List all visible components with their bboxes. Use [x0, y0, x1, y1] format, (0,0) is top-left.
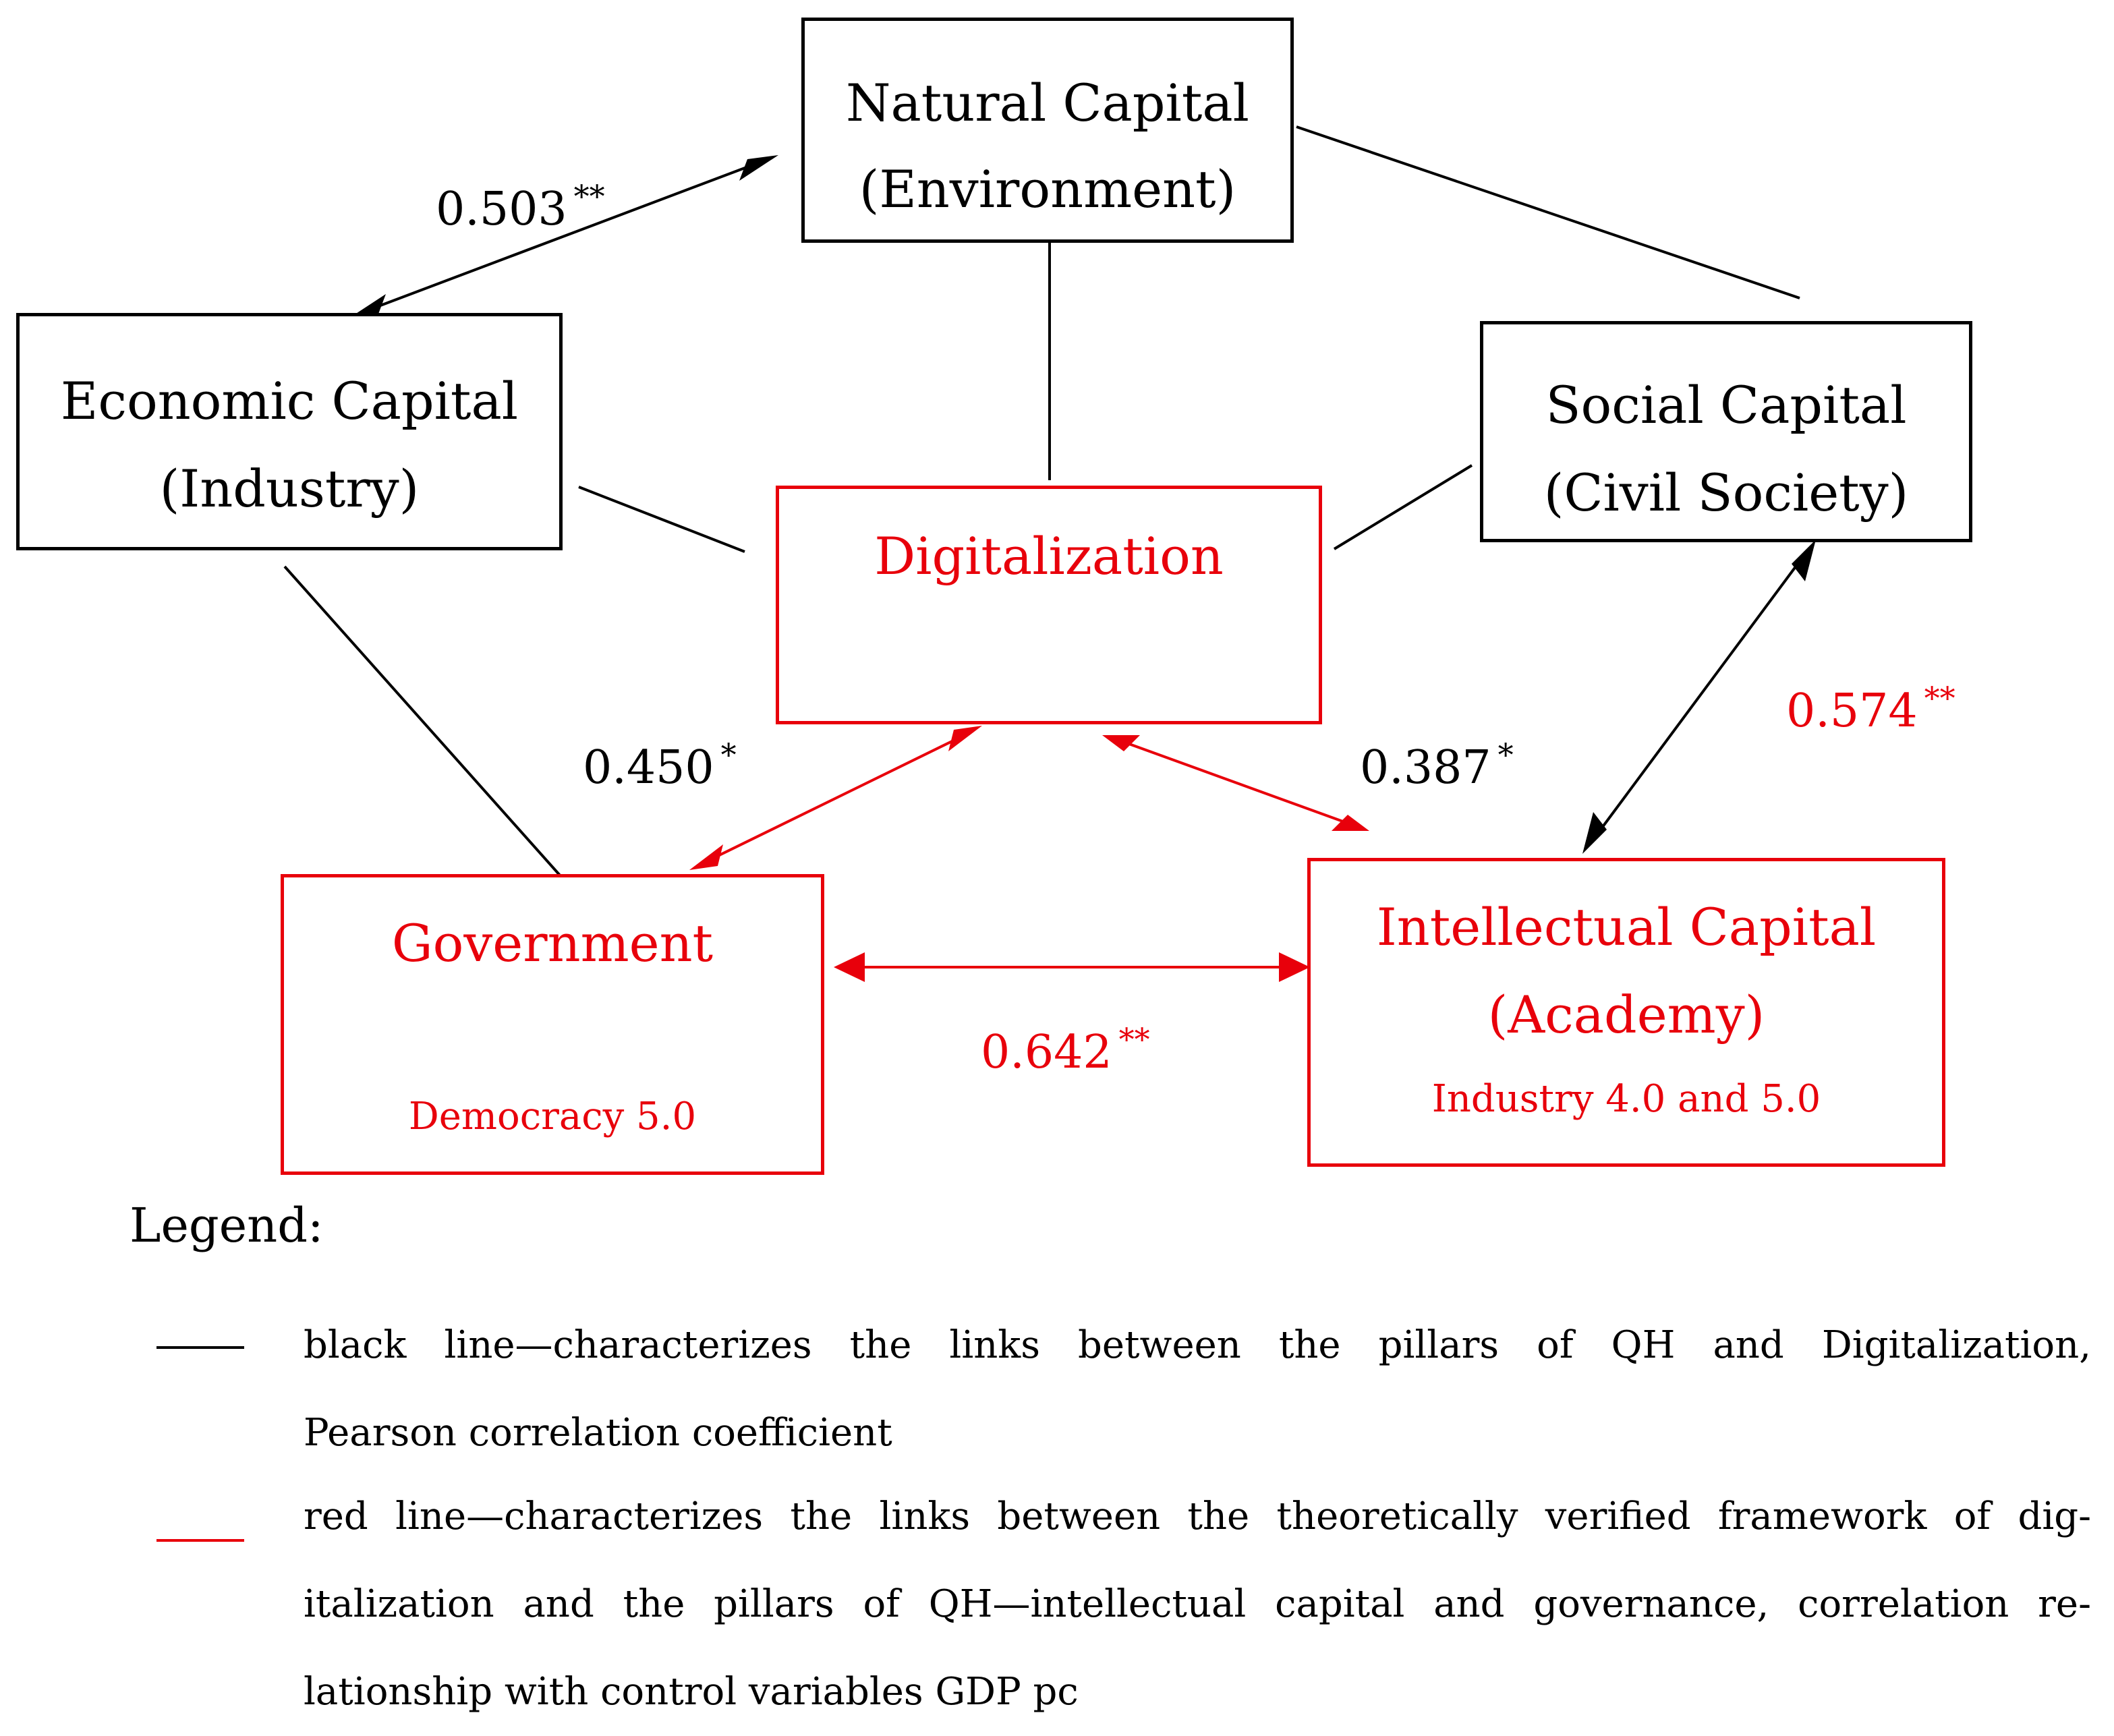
- edge-label-economic-natural: 0.503**: [436, 178, 605, 236]
- node-intellectual-capital-sublabel: (Academy): [1487, 985, 1765, 1045]
- node-natural-capital: Natural Capital (Environment): [801, 18, 1294, 243]
- legend-black-line-text: black line—characterizes the links betwe…: [304, 1302, 2091, 1477]
- edge-significance: **: [573, 178, 605, 214]
- link-natural-social: [1296, 125, 1800, 299]
- node-intellectual-capital-label: Intellectual Capital: [1376, 897, 1877, 957]
- edge-label-government-intellectual: 0.642**: [981, 1021, 1150, 1079]
- edge-value: 0.503: [436, 183, 567, 236]
- legend-title: Legend:: [130, 1198, 324, 1253]
- node-intellectual-capital: Intellectual Capital (Academy) Industry …: [1307, 858, 1945, 1167]
- node-economic-capital: Economic Capital (Industry): [16, 313, 563, 550]
- node-economic-capital-label: Economic Capital: [60, 371, 519, 431]
- edge-label-social-intellectual: 0.574**: [1786, 680, 1955, 738]
- legend-black-line-text-2: Pearson correlation coefficient: [304, 1411, 892, 1455]
- legend-black-line-text-1: black line—characterizes the links betwe…: [304, 1323, 2091, 1367]
- node-government: Government Democracy 5.0: [281, 874, 824, 1175]
- node-social-capital-label: Social Capital: [1545, 375, 1907, 435]
- arrow-government-intellectual: [834, 952, 1310, 982]
- edge-significance: **: [1118, 1021, 1150, 1058]
- legend-red-line-text-1: red line—characterizes the links between…: [304, 1495, 2091, 1538]
- legend-red-line-swatch: [156, 1539, 244, 1542]
- arrow-digitalization-intellectual: [1102, 735, 1369, 831]
- node-intellectual-capital-note: Industry 4.0 and 5.0: [1431, 1077, 1821, 1121]
- edge-significance: *: [1497, 736, 1514, 773]
- edge-value: 0.387: [1360, 741, 1491, 794]
- link-economic-government: [283, 565, 563, 878]
- node-natural-capital-label: Natural Capital: [846, 73, 1249, 133]
- edge-significance: *: [720, 736, 737, 773]
- edge-value: 0.642: [981, 1026, 1112, 1079]
- edge-label-digitalization-intellectual: 0.387*: [1360, 736, 1514, 794]
- node-natural-capital-sublabel: (Environment): [859, 159, 1236, 219]
- node-government-label: Government: [391, 913, 714, 973]
- legend-black-line-swatch: [156, 1346, 244, 1349]
- node-social-capital-sublabel: (Civil Society): [1543, 463, 1909, 523]
- edge-label-digitalization-government: 0.450*: [583, 736, 737, 794]
- edge-value: 0.450: [583, 741, 714, 794]
- legend-red-line-text-2: italization and the pillars of QH—intell…: [304, 1582, 2091, 1626]
- edge-significance: **: [1924, 680, 1955, 716]
- node-government-sublabel: Democracy 5.0: [408, 1095, 697, 1138]
- node-digitalization-label: Digitalization: [874, 526, 1224, 586]
- legend-red-line-text-3: lationship with control variables GDP pc: [304, 1670, 1079, 1714]
- link-economic-digitalization: [578, 486, 745, 553]
- arrow-social-intellectual: [1582, 540, 1816, 854]
- link-social-digitalization: [1333, 464, 1473, 550]
- node-economic-capital-sublabel: (Industry): [159, 459, 420, 519]
- node-digitalization: Digitalization: [776, 486, 1322, 724]
- arrow-digitalization-government: [689, 726, 982, 870]
- node-social-capital: Social Capital (Civil Society): [1480, 321, 1972, 542]
- edge-value: 0.574: [1786, 685, 1918, 738]
- legend-red-line-text: red line—characterizes the links between…: [304, 1473, 2091, 1736]
